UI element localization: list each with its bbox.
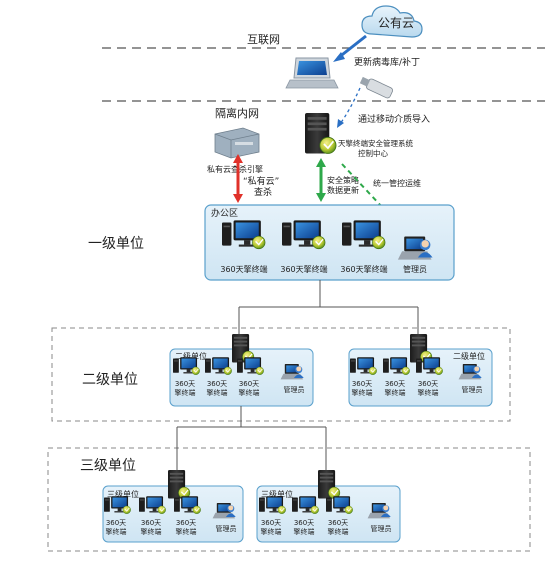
level2-left-terminal-3-line1: 360天 — [239, 380, 259, 388]
level2-right-terminal-2-line2: 擎终端 — [385, 388, 406, 397]
level2-right-admin-label: 管理员 — [462, 385, 483, 394]
server-icon — [167, 469, 191, 500]
level3-right-terminal-1-line1: 360天 — [261, 519, 281, 527]
level2-right-terminal-3-line1: 360天 — [418, 380, 438, 388]
private-cloud-engine-icon — [214, 127, 260, 159]
server-icon — [304, 112, 337, 155]
level2-left-terminal-2-line1: 360天 — [207, 380, 227, 388]
control-center-label-line1: 天擎终端安全管理系统 — [338, 138, 413, 148]
level3-right-terminal-1-line2: 擎终端 — [261, 527, 282, 536]
level2-left-admin-label: 管理员 — [284, 385, 305, 394]
l2-l3-connector — [176, 406, 327, 472]
laptop-icon — [285, 57, 339, 89]
ops-label: 统一管控运维 — [373, 178, 421, 188]
level1-title: 一级单位 — [88, 236, 144, 252]
level1-terminal-label-3: 360天擎终端 — [340, 264, 387, 274]
level2-right-terminal-1-line2: 擎终端 — [352, 388, 373, 397]
level3-left-terminal-2-line2: 擎终端 — [141, 527, 162, 536]
level3-title: 三级单位 — [80, 458, 136, 474]
level1-office-box — [204, 204, 455, 281]
level3-left-terminal-3-line2: 擎终端 — [176, 527, 197, 536]
level2-right-terminal-3-line2: 擎终端 — [418, 388, 439, 397]
private-cloud-scan-line2: 查杀 — [254, 186, 272, 198]
level3-left-terminal-1-line1: 360天 — [106, 519, 126, 527]
level3-right-terminal-3-line1: 360天 — [328, 519, 348, 527]
level3-container — [47, 447, 531, 552]
policy-update-line2: 数据更新 — [327, 185, 359, 195]
zone-label-intranet: 隔离内网 — [215, 106, 259, 120]
level2-left-terminal-1-line2: 擎终端 — [175, 388, 196, 397]
level2-right-terminal-1-line1: 360天 — [352, 380, 372, 388]
level3-unit-label-right: 三级单位 — [261, 489, 293, 499]
level2-left-terminal-1-line1: 360天 — [175, 380, 195, 388]
level3-left-terminal-1-line2: 擎终端 — [106, 527, 127, 536]
level3-right-admin-label: 管理员 — [371, 524, 392, 533]
policy-update-arrow — [316, 158, 326, 202]
server-icon — [317, 469, 341, 500]
usb-drive-icon — [359, 76, 393, 99]
public-cloud-label: 公有云 — [378, 16, 414, 30]
zone-label-internet: 互联网 — [247, 33, 280, 46]
level2-title: 二级单位 — [82, 372, 138, 388]
level2-left-terminal-2-line2: 擎终端 — [207, 388, 228, 397]
level1-admin-label: 管理员 — [403, 264, 427, 274]
private-cloud-engine-label: 私有云查杀引擎 — [207, 164, 263, 174]
level3-right-terminal-2-line2: 擎终端 — [294, 527, 315, 536]
media-import-label: 通过移动介质导入 — [358, 113, 430, 125]
level2-unit-label-right: 二级单位 — [453, 351, 485, 361]
l1-l2-connector — [238, 280, 419, 340]
level1-terminal-label-2: 360天擎终端 — [280, 264, 327, 274]
level3-unit-label-left: 三级单位 — [107, 489, 139, 499]
level3-right-terminal-2-line1: 360天 — [294, 519, 314, 527]
level3-left-admin-label: 管理员 — [216, 524, 237, 533]
level1-area-label: 办公区 — [211, 207, 238, 219]
update-arrow — [333, 34, 367, 62]
update-label: 更新病毒库/补丁 — [354, 56, 420, 68]
policy-update-line1: 安全策略 — [327, 175, 359, 185]
private-cloud-scan-arrow — [233, 154, 243, 203]
level3-left-terminal-3-line1: 360天 — [176, 519, 196, 527]
level2-container — [51, 327, 511, 422]
level3-right-terminal-3-line2: 擎终端 — [328, 527, 349, 536]
control-center-label-line2: 控制中心 — [358, 148, 388, 158]
cloud-icon — [361, 5, 423, 38]
private-cloud-scan-line1: “私有云” — [243, 175, 279, 187]
level2-right-terminal-2-line1: 360天 — [385, 380, 405, 388]
level2-unit-label-left: 二级单位 — [175, 351, 207, 361]
level1-terminal-label-1: 360天擎终端 — [220, 264, 267, 274]
level3-left-terminal-2-line1: 360天 — [141, 519, 161, 527]
level2-left-terminal-3-line2: 擎终端 — [239, 388, 260, 397]
media-import-arrow — [339, 87, 361, 125]
